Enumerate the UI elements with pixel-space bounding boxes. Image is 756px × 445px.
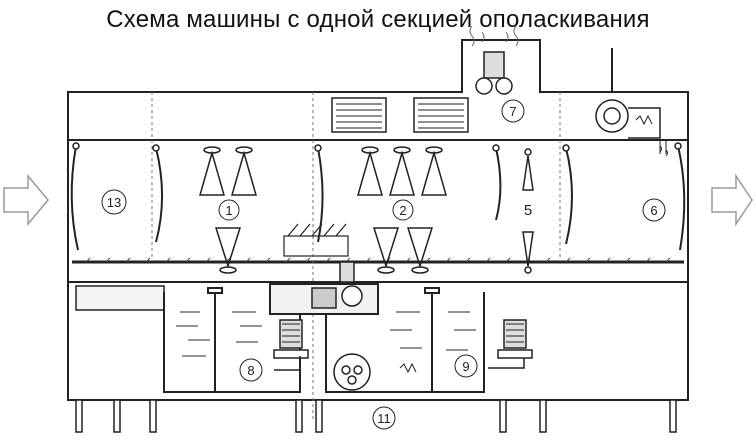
rinse-nozzles — [522, 148, 534, 274]
drying-blower — [595, 99, 668, 157]
water-lines — [176, 311, 476, 357]
machine-body — [67, 39, 689, 401]
dishes — [283, 223, 349, 257]
curtain-3 — [317, 147, 324, 243]
curtain-5 — [565, 147, 573, 245]
label-8: 8 — [247, 363, 254, 378]
label-1: 1 — [225, 203, 232, 218]
curtain-4 — [495, 147, 502, 221]
diagram-title: Схема машины с одной секцией ополаскиван… — [106, 6, 650, 33]
exhaust-fan — [469, 25, 519, 95]
pump-motors — [273, 319, 533, 371]
label-6: 6 — [650, 203, 657, 218]
label-13: 13 — [107, 195, 121, 210]
vent-grilles — [331, 97, 469, 133]
callout-circles — [101, 99, 666, 430]
curtain-1 — [70, 145, 79, 251]
curtains — [70, 145, 686, 251]
label-7: 7 — [509, 104, 516, 119]
upper-nozzles — [199, 146, 447, 196]
label-5: 5 — [524, 202, 532, 219]
label-2: 2 — [399, 203, 406, 218]
direction-arrows — [3, 173, 753, 227]
label-11: 11 — [377, 411, 391, 426]
filter-pipes — [207, 287, 440, 392]
exit-arrow-icon — [711, 173, 753, 227]
entry-arrow-icon — [3, 173, 49, 227]
curtain-6 — [677, 145, 686, 251]
heater — [333, 353, 417, 391]
lower-nozzles — [214, 227, 434, 274]
curtain-2 — [155, 147, 163, 243]
legs — [75, 399, 677, 433]
label-9: 9 — [462, 359, 469, 374]
drive-motor — [311, 261, 363, 309]
